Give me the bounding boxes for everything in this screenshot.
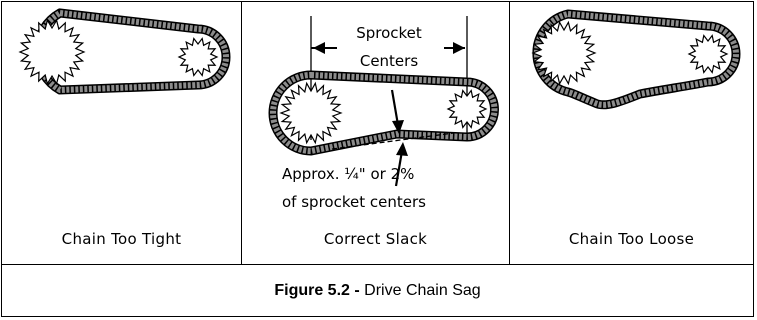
sag-arrowhead-bottom	[396, 142, 408, 156]
panel-label-tight: Chain Too Tight	[61, 230, 182, 248]
panel-chain-too-loose: Chain Too Loose	[510, 2, 753, 264]
sag-arrow-top	[390, 89, 400, 126]
correct-drive-sprocket	[279, 81, 343, 145]
tight-chain-diagram	[18, 8, 231, 95]
correct-driven-sprocket	[446, 89, 488, 129]
sprocket-label-line2: Centers	[360, 52, 418, 70]
loose-driven-sprocket	[687, 34, 729, 74]
dimension-arrowhead-right	[453, 42, 465, 54]
sprocket-label-line1: Sprocket	[356, 24, 422, 42]
sag-arrow-bottom	[394, 150, 404, 187]
loose-chain-diagram	[531, 9, 741, 110]
panel-correct-slack: Sprocket Centers Approx. ¼" or 2% of spr…	[242, 2, 510, 264]
dimension-arrowhead-left	[313, 42, 325, 54]
tangent-reference-line	[331, 132, 455, 150]
sag-arrowhead-top	[392, 120, 404, 134]
figure-number: Figure 5.2 -	[274, 282, 360, 299]
panel-chain-too-tight: Chain Too Tight	[2, 2, 242, 264]
approx-label-line1: Approx. ¼" or 2%	[282, 165, 414, 183]
approx-label-line2: of sprocket centers	[282, 193, 426, 211]
correct-slack-diagram: Sprocket Centers Approx. ¼" or 2% of spr…	[268, 16, 499, 211]
tight-drive-sprocket	[18, 18, 86, 86]
figure-caption: Figure 5.2 - Drive Chain Sag	[2, 264, 753, 317]
panels-row: Chain Too Tight Sprocket Centers	[2, 2, 753, 264]
loose-drive-sprocket	[531, 20, 597, 86]
panel-label-correct: Correct Slack	[323, 230, 428, 248]
figure-title: Drive Chain Sag	[364, 282, 481, 299]
correct-chain-links	[270, 71, 498, 155]
tight-driven-sprocket	[177, 37, 219, 77]
panel-label-loose: Chain Too Loose	[568, 230, 695, 248]
